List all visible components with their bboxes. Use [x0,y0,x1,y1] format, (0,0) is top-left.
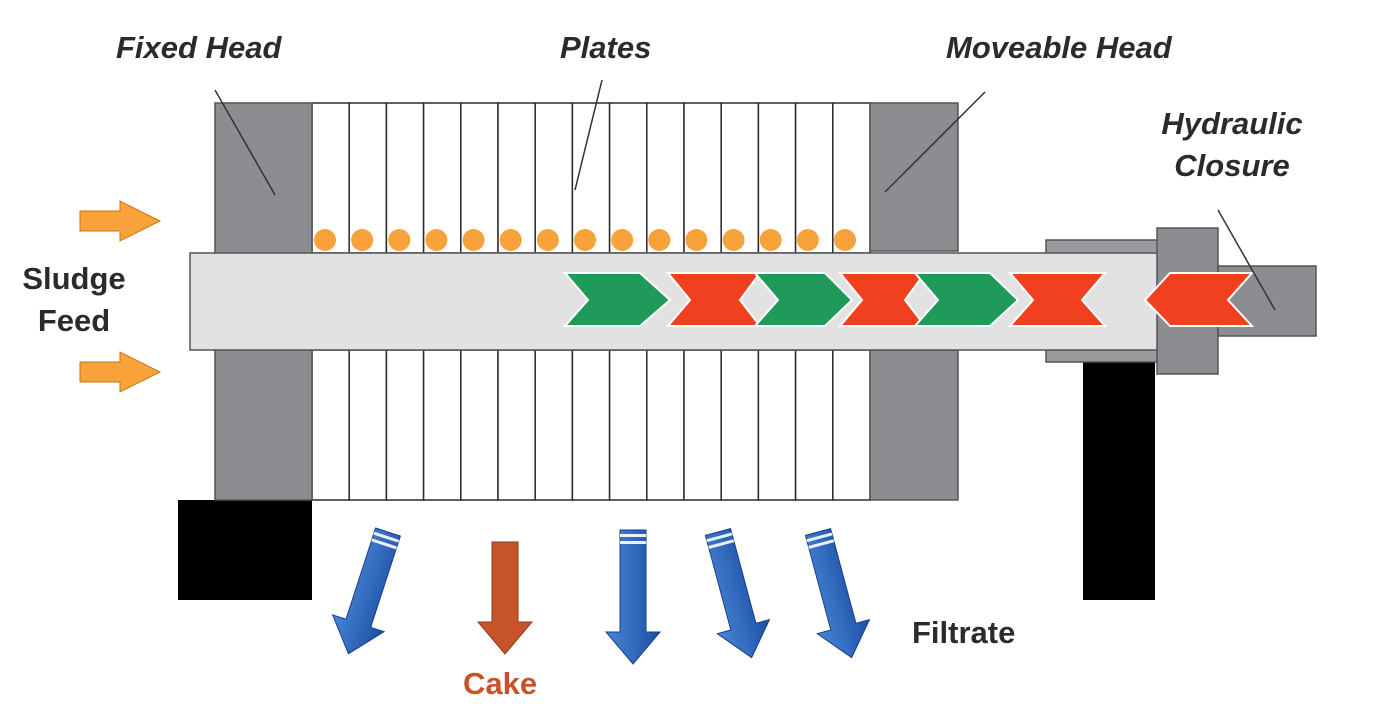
cake-arrow [476,541,534,655]
discharge-arrows [331,527,871,665]
plate-top [422,102,462,254]
label-cake: Cake [463,666,538,701]
plate-bottom [757,349,797,501]
cake-dot [462,229,485,251]
green-chevron-1 [562,272,672,327]
leader-fixed-head [214,89,276,196]
plate-top [385,102,425,254]
leader-plates [574,79,603,191]
feed-arrow-top [79,200,162,242]
fixed-head-upper [214,102,313,277]
plate-top [608,102,648,254]
plate-bottom [720,349,760,501]
plate-top [794,102,834,254]
cake-dot [499,229,522,251]
plate-top [757,102,797,254]
label-plates: Plates [560,30,652,65]
cake-dot [796,229,819,251]
green-chevron-3 [912,272,1020,327]
plate-top [497,102,536,254]
filtrate-arrow [804,528,871,659]
cake-dot [834,229,856,251]
cake-dot [611,229,634,251]
plate-bottom [311,349,350,501]
right-base [1083,360,1155,600]
plate-bottom [534,349,574,501]
green-chevron-2 [752,272,854,327]
plate-bottom [683,349,722,501]
plate-top [832,102,871,254]
leader-hydraulic [1217,209,1276,311]
cake-dot [685,229,708,251]
plate-bottom [608,349,648,501]
cake-dot [351,229,374,251]
label-hydraulic-line2: Closure [1174,148,1290,183]
plate-top [646,102,685,254]
plate-bottom [646,349,685,501]
hydraulic-cylinder-top [1045,239,1159,255]
leader-moveable-head [884,91,986,193]
red-chevron-3 [1007,272,1108,327]
feed-arrow-bottom [79,351,162,393]
plate-bottom [794,349,834,501]
plate-top [348,102,388,254]
moveable-head-upper [869,102,959,252]
plate-bank-top [311,102,871,254]
red-chevron-4 [1143,272,1255,327]
filtrate-arrow [331,527,401,655]
label-hydraulic-closure: Hydraulic Closure [1134,108,1330,181]
label-fixed-head: Fixed Head [116,30,282,65]
label-sludge-line2: Feed [37,303,111,338]
plate-top [460,102,499,254]
plate-bottom [385,349,425,501]
plate-bank-bottom [311,349,871,501]
cake-dot [722,229,745,251]
cake-dot [536,229,559,251]
plate-bottom [422,349,462,501]
plate-bottom [571,349,611,501]
cake-dot [388,229,411,251]
cake-dots [314,229,856,251]
plate-bottom [348,349,388,501]
plate-top [720,102,760,254]
filtrate-arrow [704,528,771,659]
moveable-head-lower [869,349,959,501]
plate-top [311,102,350,254]
cake-dot [425,229,448,251]
plate-top [683,102,722,254]
left-base [178,500,312,600]
label-filtrate: Filtrate [912,615,1016,650]
cake-dot [314,229,336,251]
plate-bottom [497,349,536,501]
plate-bottom [832,349,871,501]
plate-top [534,102,574,254]
cake-dot [574,229,596,251]
cake-dot [759,229,782,251]
filtrate-arrow [604,529,662,665]
label-moveable-head: Moveable Head [946,30,1172,65]
label-sludge-feed: Sludge Feed [4,263,144,336]
fixed-head-lower [214,327,313,501]
plate-bottom [460,349,499,501]
label-sludge-line1: Sludge [22,261,126,296]
cake-dot [648,229,671,251]
label-hydraulic-line1: Hydraulic [1161,106,1303,141]
